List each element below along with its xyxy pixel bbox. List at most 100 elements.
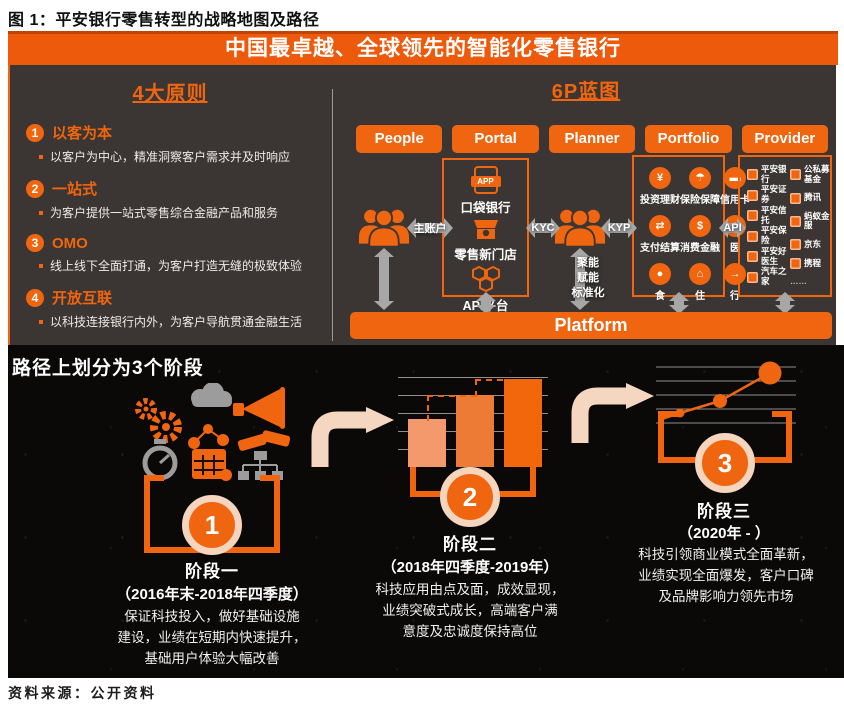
provider-label: 平安好医生 bbox=[761, 245, 787, 266]
kyp-label: KYP bbox=[607, 222, 631, 234]
provider-box: 平安银行 平安证券 平安信托 平安保险 平安好医生 汽车之家 公私募基金 腾讯 … bbox=[738, 155, 832, 297]
provider-label: 蚂蚁金服 bbox=[804, 210, 830, 231]
pillar-planner: Planner bbox=[548, 125, 636, 153]
principle-number-badge: 3 bbox=[26, 234, 44, 252]
bullet-dot-icon bbox=[39, 154, 43, 159]
provider-logo-icon bbox=[747, 169, 758, 181]
principle-number-badge: 4 bbox=[26, 288, 44, 307]
planner-platform-arrow bbox=[570, 248, 590, 310]
pillar-provider: Provider bbox=[741, 125, 829, 153]
principle-heading: OMO bbox=[52, 234, 88, 252]
provider-item: 腾讯 bbox=[790, 192, 830, 204]
stage2-name: 阶段二 bbox=[443, 535, 497, 554]
principle-desc: 以科技连接银行内外，为客户导航贯通金融生活 bbox=[50, 315, 303, 329]
stage2-bar-chart bbox=[398, 377, 548, 467]
stage2-period: （2018年四季度-2019年） bbox=[381, 559, 559, 576]
megaphone-icon bbox=[233, 387, 285, 429]
stage1-period: （2016年末-2018年四季度） bbox=[116, 586, 308, 603]
pocket-bank-app-icon: APP bbox=[470, 166, 501, 194]
portfolio-cell: ⇄ 支付结算 bbox=[640, 215, 680, 254]
principle-heading: 开放互联 bbox=[52, 290, 113, 307]
portfolio-cell: ● 食 bbox=[640, 263, 680, 302]
portfolio-cell: ▬ 信用卡 bbox=[720, 167, 750, 206]
gear-icon bbox=[135, 398, 182, 443]
customer-group-icon bbox=[358, 208, 410, 247]
portfolio-label: 消费金融 bbox=[680, 243, 720, 254]
kyc-arrow: KYC bbox=[526, 218, 560, 238]
provider-logo-icon bbox=[790, 192, 801, 204]
pillar-portfolio: Portfolio bbox=[645, 125, 732, 153]
portfolio-cell: $ 消费金融 bbox=[680, 215, 720, 254]
kyc-label: KYC bbox=[531, 222, 555, 234]
principle-desc: 线上线下全面打通，为客户打造无缝的极致体验 bbox=[50, 259, 303, 273]
pocket-bank-label: 口袋银行 bbox=[460, 201, 511, 215]
portal-box: APP 口袋银行 零售新门店 API平台 bbox=[442, 158, 529, 313]
stopwatch-icon bbox=[142, 439, 178, 481]
principle-heading: 以客为本 bbox=[52, 125, 113, 142]
provider-logo-icon bbox=[747, 230, 758, 242]
stage3-number-circle: 3 bbox=[695, 433, 755, 493]
insurance-icon: ☂ bbox=[689, 167, 711, 189]
principle-desc: 为客户提供一站式零售综合金融产品和服务 bbox=[50, 206, 279, 220]
travel-icon: → bbox=[724, 263, 746, 285]
provider-item: 平安银行 bbox=[747, 164, 787, 185]
blueprint-section: 6P蓝图 People Portal Planner Portfolio Pro… bbox=[334, 65, 838, 345]
pillar-row: People Portal Planner Portfolio Provider bbox=[356, 125, 829, 153]
provider-logo-icon bbox=[747, 189, 758, 201]
bar-3 bbox=[504, 379, 542, 467]
provider-label: 公私募基金 bbox=[804, 164, 830, 184]
api-label: API bbox=[723, 222, 742, 234]
bullet-dot-icon bbox=[39, 210, 43, 215]
principle-desc: 以客户为中心，精准洞察客户需求并及时响应 bbox=[50, 150, 291, 164]
stage2-to-stage3-arrow bbox=[571, 383, 654, 443]
api-arrow: API bbox=[719, 218, 746, 238]
principles-section: 4大原则 1 以客为本 以客户为中心，精准洞察客户需求并及时响应 2 一站式 为… bbox=[10, 65, 330, 345]
app-badge: APP bbox=[470, 176, 501, 187]
portfolio-cell: ☂ 保险保障 bbox=[680, 167, 720, 206]
path-panel: 路径上划分为3个阶段 bbox=[8, 345, 844, 678]
bullet-dot-icon bbox=[39, 319, 43, 324]
retail-store-icon bbox=[473, 220, 498, 239]
provider-logo-icon bbox=[747, 271, 758, 283]
principle-item-4: 4 开放互联 以科技连接银行内外，为客户导航贯通金融生活 bbox=[26, 287, 330, 330]
path-title: 路径上划分为3个阶段 bbox=[12, 358, 204, 379]
stage3-desc: 科技引领商业模式全面革新， 业绩实现全面爆发，客户口碑 及品牌影响力领先市场 bbox=[638, 547, 814, 604]
network-icon bbox=[188, 424, 229, 449]
portfolio-label: 支付结算 bbox=[640, 243, 680, 254]
provider-label: 平安银行 bbox=[761, 164, 787, 184]
provider-logo-icon bbox=[790, 239, 801, 251]
stage1-name: 阶段一 bbox=[185, 562, 239, 581]
pillar-people: People bbox=[356, 125, 443, 153]
stage2-desc: 科技应用由点及面，成效显现， 业绩突破式成长，高端客户满 意度及忠诚度保持高位 bbox=[375, 582, 565, 639]
main-account-arrow: 主账户 bbox=[407, 218, 453, 238]
growth-dash-2 bbox=[475, 379, 525, 397]
people-platform-arrow bbox=[374, 248, 394, 310]
provider-logo-icon bbox=[747, 251, 758, 263]
provider-label: 腾讯 bbox=[804, 192, 822, 203]
principle-number-badge: 2 bbox=[26, 179, 44, 198]
figure-title: 图 1：平安银行零售转型的战略地图及路径 bbox=[8, 12, 320, 29]
platform-bar: Platform bbox=[350, 312, 832, 339]
stage3-name: 阶段三 bbox=[697, 502, 751, 521]
portfolio-label: 行 bbox=[730, 291, 740, 302]
provider-item: 京东 bbox=[790, 239, 830, 251]
strategy-map-panel: 中国最卓越、全球领先的智能化零售银行 4大原则 1 以客为本 以客户为中心，精准… bbox=[8, 31, 838, 345]
vision-banner: 中国最卓越、全球领先的智能化零售银行 bbox=[8, 31, 838, 65]
blueprint-title: 6P蓝图 bbox=[551, 81, 621, 103]
credit-card-icon: ▬ bbox=[724, 167, 746, 189]
api-hexagon-icon bbox=[471, 266, 500, 292]
principle-item-3: 3 OMO 线上线下全面打通，为客户打造无缝的极致体验 bbox=[26, 234, 330, 274]
provider-label: 汽车之家 bbox=[761, 266, 787, 287]
principles-title: 4大原则 bbox=[132, 83, 208, 105]
planner-caption: 聚能 赋能 标准化 bbox=[571, 257, 605, 299]
provider-label: 平安证券 bbox=[761, 184, 787, 205]
portfolio-label: 住 bbox=[695, 291, 705, 302]
stage3-period: （2020年 - ） bbox=[678, 525, 770, 542]
portfolio-label: 保险保障 bbox=[680, 195, 720, 206]
portfolio-cell: → 行 bbox=[720, 263, 750, 302]
stage1-to-stage2-arrow bbox=[311, 407, 394, 467]
portfolio-box: ¥ 投资理财 ☂ 保险保障 ▬ 信用卡 ⇄ 支付结算 $ 消费金融 bbox=[632, 155, 750, 302]
provider-label: 携程 bbox=[804, 257, 822, 268]
planner-group-icon bbox=[554, 208, 606, 247]
stage1-infrastructure-icons bbox=[135, 383, 291, 481]
